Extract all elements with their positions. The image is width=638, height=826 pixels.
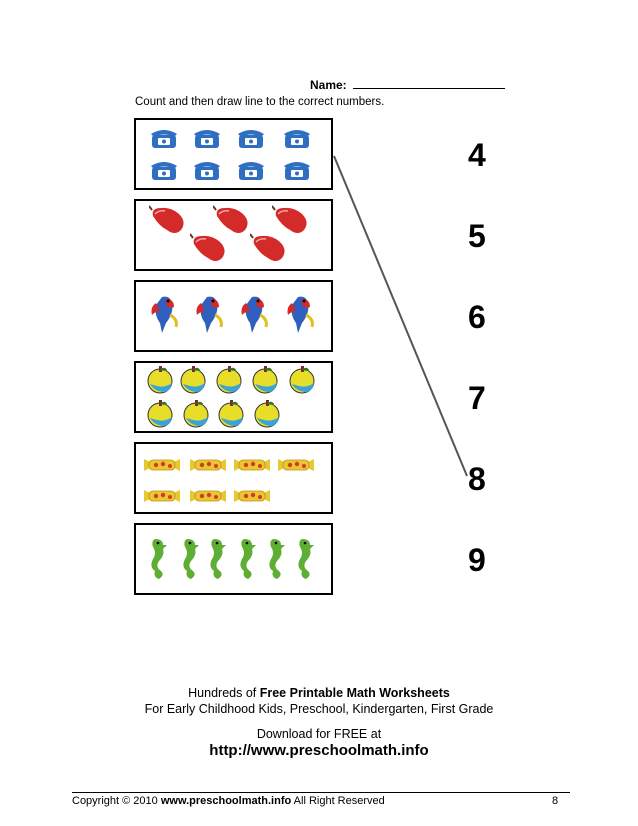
row-box-parrots[interactable] <box>134 280 333 352</box>
candy-icon <box>234 490 270 502</box>
footer-prefix: Hundreds of <box>188 686 260 700</box>
name-blank-line[interactable] <box>352 78 505 89</box>
seahorse-icon <box>183 539 199 579</box>
footer-url-link[interactable]: http://www.preschoolmath.info <box>209 742 429 759</box>
apple-icon <box>252 366 278 394</box>
seahorse-icon <box>210 539 226 579</box>
footer-divider <box>72 792 570 793</box>
apple-icon <box>147 400 173 428</box>
answer-line <box>333 155 468 477</box>
telephone-icon <box>284 130 310 148</box>
number-8[interactable]: 8 <box>468 461 486 497</box>
name-field: Name: <box>310 78 505 92</box>
footer-line-2: For Early Childhood Kids, Preschool, Kin… <box>144 702 494 716</box>
number-4[interactable]: 4 <box>468 137 486 173</box>
row-box-apples[interactable] <box>134 361 333 433</box>
footer-line-1: Hundreds of Free Printable Math Workshee… <box>0 686 638 700</box>
pear-icon <box>190 233 225 261</box>
pear-icon <box>250 233 285 261</box>
candy-icon <box>144 490 180 502</box>
telephone-icon <box>194 162 220 180</box>
copyright: Copyright © 2010 www.preschoolmath.info … <box>72 795 385 807</box>
telephone-icon <box>194 130 220 148</box>
candy-icon <box>144 459 180 471</box>
row-box-candies[interactable] <box>134 442 333 514</box>
number-5[interactable]: 5 <box>468 218 486 254</box>
row-box-pears[interactable] <box>134 199 333 271</box>
parrot-icon <box>287 296 314 333</box>
apple-icon <box>254 400 280 428</box>
candy-icon <box>190 459 226 471</box>
apple-icon <box>218 400 244 428</box>
telephone-icon <box>238 130 264 148</box>
candy-icon <box>190 490 226 502</box>
candy-icon <box>234 459 270 471</box>
row-box-telephones[interactable] <box>134 118 333 190</box>
candy-icon <box>278 459 314 471</box>
footer-line-3: Download for FREE at <box>256 727 382 741</box>
apple-icon <box>183 400 209 428</box>
seahorse-icon <box>298 539 314 579</box>
row-box-seahorses[interactable] <box>134 523 333 595</box>
parrot-icon <box>241 296 268 333</box>
pear-icon <box>272 205 307 233</box>
page-number: 8 <box>552 795 559 807</box>
apple-icon <box>147 366 173 394</box>
seahorse-icon <box>269 539 285 579</box>
copyright-suffix: All Right Reserved <box>291 795 385 807</box>
footer-bold: Free Printable Math Worksheets <box>259 686 450 700</box>
pear-icon <box>149 205 184 233</box>
parrot-icon <box>151 296 178 333</box>
copyright-prefix: Copyright © 2010 <box>72 795 161 807</box>
instructions: Count and then draw line to the correct … <box>135 96 385 108</box>
telephone-icon <box>284 162 310 180</box>
name-label: Name: <box>310 78 347 92</box>
number-7[interactable]: 7 <box>468 380 486 416</box>
telephone-icon <box>238 162 264 180</box>
apple-icon <box>180 366 206 394</box>
seahorse-icon <box>151 539 167 579</box>
number-6[interactable]: 6 <box>468 299 486 335</box>
telephone-icon <box>151 162 177 180</box>
pear-icon <box>213 205 248 233</box>
apple-icon <box>289 366 315 394</box>
copyright-site-link[interactable]: www.preschoolmath.info <box>160 795 292 807</box>
number-9[interactable]: 9 <box>468 542 486 578</box>
parrot-icon <box>196 296 223 333</box>
telephone-icon <box>151 130 177 148</box>
seahorse-icon <box>240 539 256 579</box>
apple-icon <box>216 366 242 394</box>
